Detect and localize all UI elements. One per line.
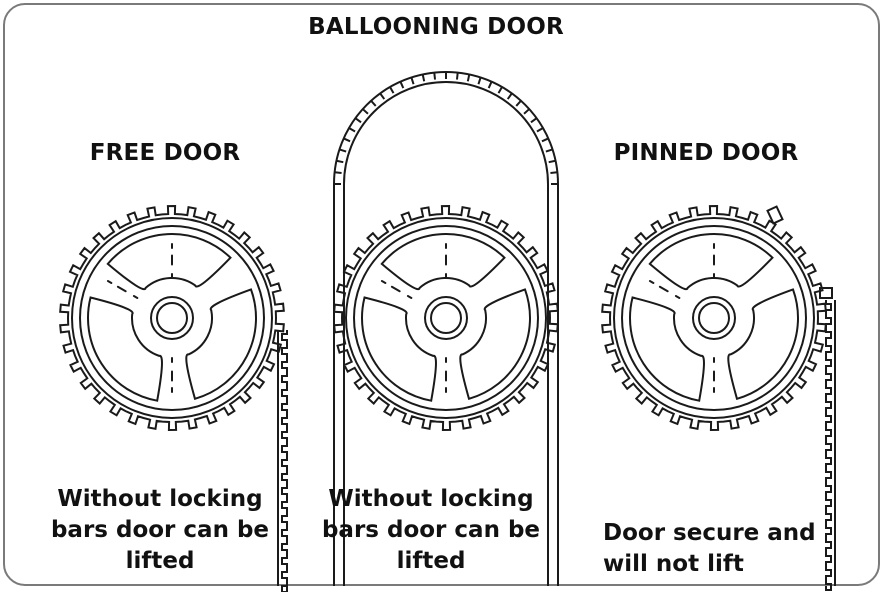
belt-tooth	[389, 86, 395, 94]
caption-ballooning-door: Without locking bars door can be lifted	[310, 484, 552, 577]
belt-tooth	[506, 92, 513, 100]
wheel-rim-outer	[71, 217, 273, 419]
wheel-teeth	[601, 204, 827, 432]
belt-tooth	[370, 100, 377, 107]
belt-tooth	[379, 92, 386, 100]
belt-tooth	[530, 117, 538, 124]
wheel-window	[459, 288, 531, 401]
spoke-slot	[132, 295, 139, 299]
main-title: BALLOONING DOOR	[308, 14, 564, 40]
wheel-hub-outer	[692, 296, 736, 340]
belt-tooth	[523, 108, 530, 115]
wheel-rim-outer	[345, 217, 547, 419]
locking-pins	[766, 205, 833, 299]
belt-tooth	[548, 159, 556, 164]
belt-tooth	[545, 148, 553, 153]
belt-tooth	[487, 81, 493, 89]
belt-tooth	[536, 127, 544, 133]
wheel-window	[380, 233, 506, 291]
locking-pin	[766, 205, 784, 225]
belt-segment	[825, 300, 832, 591]
belt-tooth	[455, 72, 459, 80]
belt-tooth	[550, 171, 558, 175]
belt-tooth	[339, 148, 347, 153]
caption-line: bars door can be	[50, 517, 270, 543]
spoke-slot	[648, 280, 655, 284]
wheel-window	[106, 233, 232, 291]
ballooning-belt-inner	[343, 81, 549, 586]
caption-line: lifted	[396, 548, 466, 574]
belt-tooth	[515, 100, 522, 107]
wheel-rim-inner	[353, 225, 539, 411]
belt-tooth	[477, 77, 482, 85]
spoke-slot	[658, 285, 669, 293]
spoke-slot	[674, 295, 681, 299]
wheel-hub-outer	[424, 296, 468, 340]
diagram-frame	[3, 3, 880, 586]
belt-tooth	[466, 74, 471, 82]
sprocket-wheels	[59, 204, 827, 432]
belt-tooth	[421, 74, 426, 82]
belt-tooth	[336, 159, 344, 164]
label-pinned-door: PINNED DOOR	[613, 140, 799, 166]
belt-tooth	[399, 81, 405, 89]
belt-tooth	[348, 127, 356, 133]
caption-line: lifted	[125, 548, 195, 574]
spoke-slot	[380, 280, 387, 284]
wheel-window	[361, 296, 437, 402]
belt-tooth	[433, 72, 437, 80]
label-free-door: FREE DOOR	[89, 140, 241, 166]
belt-tooth	[343, 137, 351, 143]
wheel-teeth	[59, 204, 285, 432]
wheel-rim-inner	[621, 225, 807, 411]
belt-tooth	[541, 137, 549, 143]
chain-belts	[277, 71, 836, 592]
caption-line: Without locking	[57, 486, 263, 512]
caption-pinned-door: Door secure and will not lift	[603, 518, 833, 580]
belt-tooth	[410, 77, 415, 85]
wheel-hub-outer	[150, 296, 194, 340]
spoke-slot	[390, 285, 401, 293]
belt-tooth	[497, 86, 503, 94]
locking-pin	[819, 287, 833, 299]
caption-line: bars door can be	[321, 517, 541, 543]
belt-segment	[281, 330, 288, 592]
wheel-teeth	[333, 204, 559, 432]
caption-line: Door secure and	[603, 520, 816, 546]
wheel-rim-inner	[79, 225, 265, 411]
caption-line: will not lift	[603, 551, 744, 577]
wheel-window	[648, 233, 774, 291]
wheel-window	[727, 288, 799, 401]
wheel-window	[87, 296, 163, 402]
belt-tooth	[334, 171, 342, 175]
spoke-slot	[116, 285, 127, 293]
belt-tooth	[362, 108, 369, 115]
belt-tooth	[354, 117, 362, 124]
spoke-slot	[406, 295, 413, 299]
spoke-slot	[106, 280, 113, 284]
wheel-hub-inner	[430, 302, 462, 334]
caption-line: Without locking	[328, 486, 534, 512]
caption-free-door: Without locking bars door can be lifted	[40, 484, 280, 577]
wheel-hub-inner	[698, 302, 730, 334]
wheel-window	[629, 296, 705, 402]
wheel-window	[185, 288, 257, 401]
wheel-rim-outer	[613, 217, 815, 419]
wheel-hub-inner	[156, 302, 188, 334]
